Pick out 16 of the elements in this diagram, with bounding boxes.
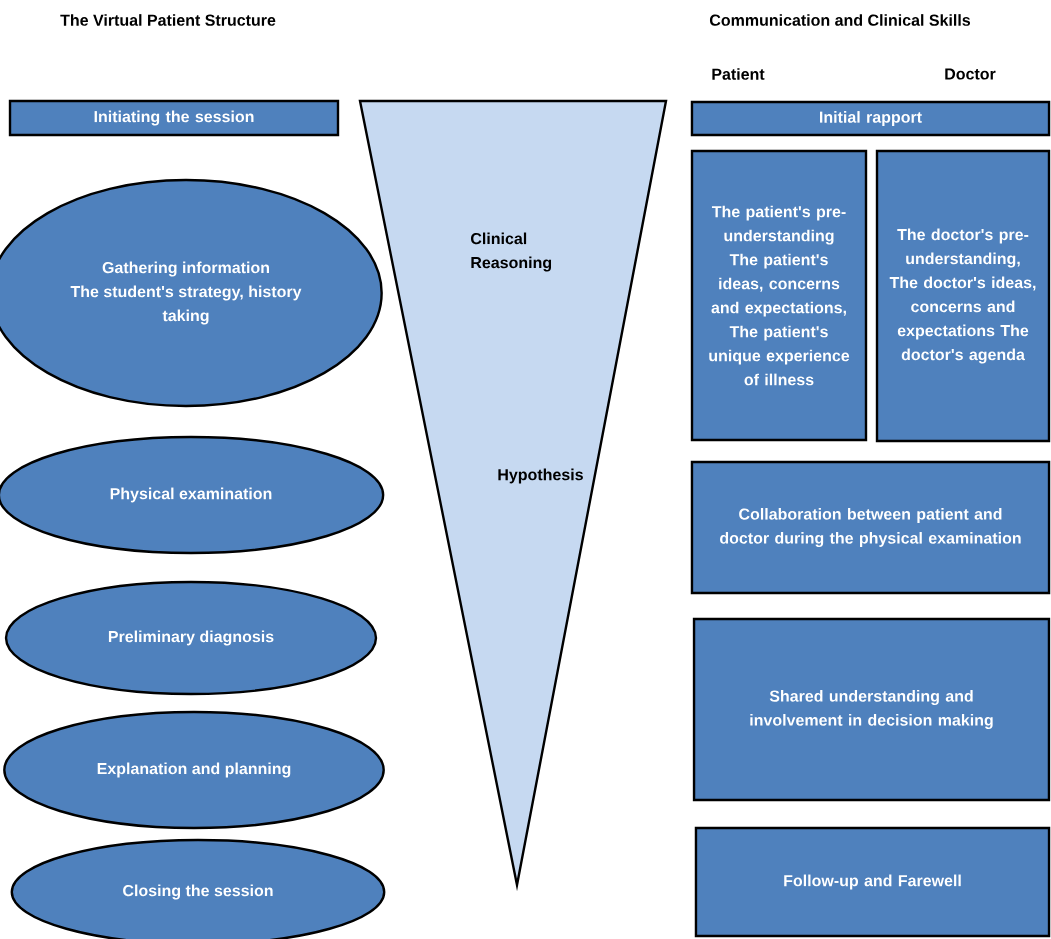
ellipse-node: Closing the session bbox=[10, 838, 386, 939]
column-heading: Patient bbox=[712, 68, 765, 80]
triangle-label: Hypothesis bbox=[498, 468, 583, 484]
text-box: Initiating the session bbox=[8, 99, 340, 137]
heading: The Virtual Patient Structure bbox=[60, 14, 276, 26]
text-box: Follow-up and Farewell bbox=[694, 826, 1051, 938]
text-box: Initial rapport bbox=[690, 100, 1051, 137]
ellipse-node: Preliminary diagnosis bbox=[4, 580, 378, 696]
text-box: The patient's pre-understanding The patient's ideas, concerns and expectations, The patient's unique experience of illness bbox=[690, 149, 868, 442]
ellipse-node: Explanation and planning bbox=[3, 710, 385, 830]
triangle-label: Clinical Reasoning bbox=[471, 232, 552, 272]
text-box: Collaboration between patient and doctor during the physical examination bbox=[690, 460, 1051, 595]
text-box: The doctor's pre-understanding, The doctor's ideas, concerns and expectations The doctor's agenda bbox=[875, 149, 1051, 443]
text-box: Shared understanding and involvement in decision making bbox=[692, 617, 1051, 802]
column-heading: Doctor bbox=[945, 68, 996, 80]
heading: Communication and Clinical Skills bbox=[709, 14, 971, 26]
